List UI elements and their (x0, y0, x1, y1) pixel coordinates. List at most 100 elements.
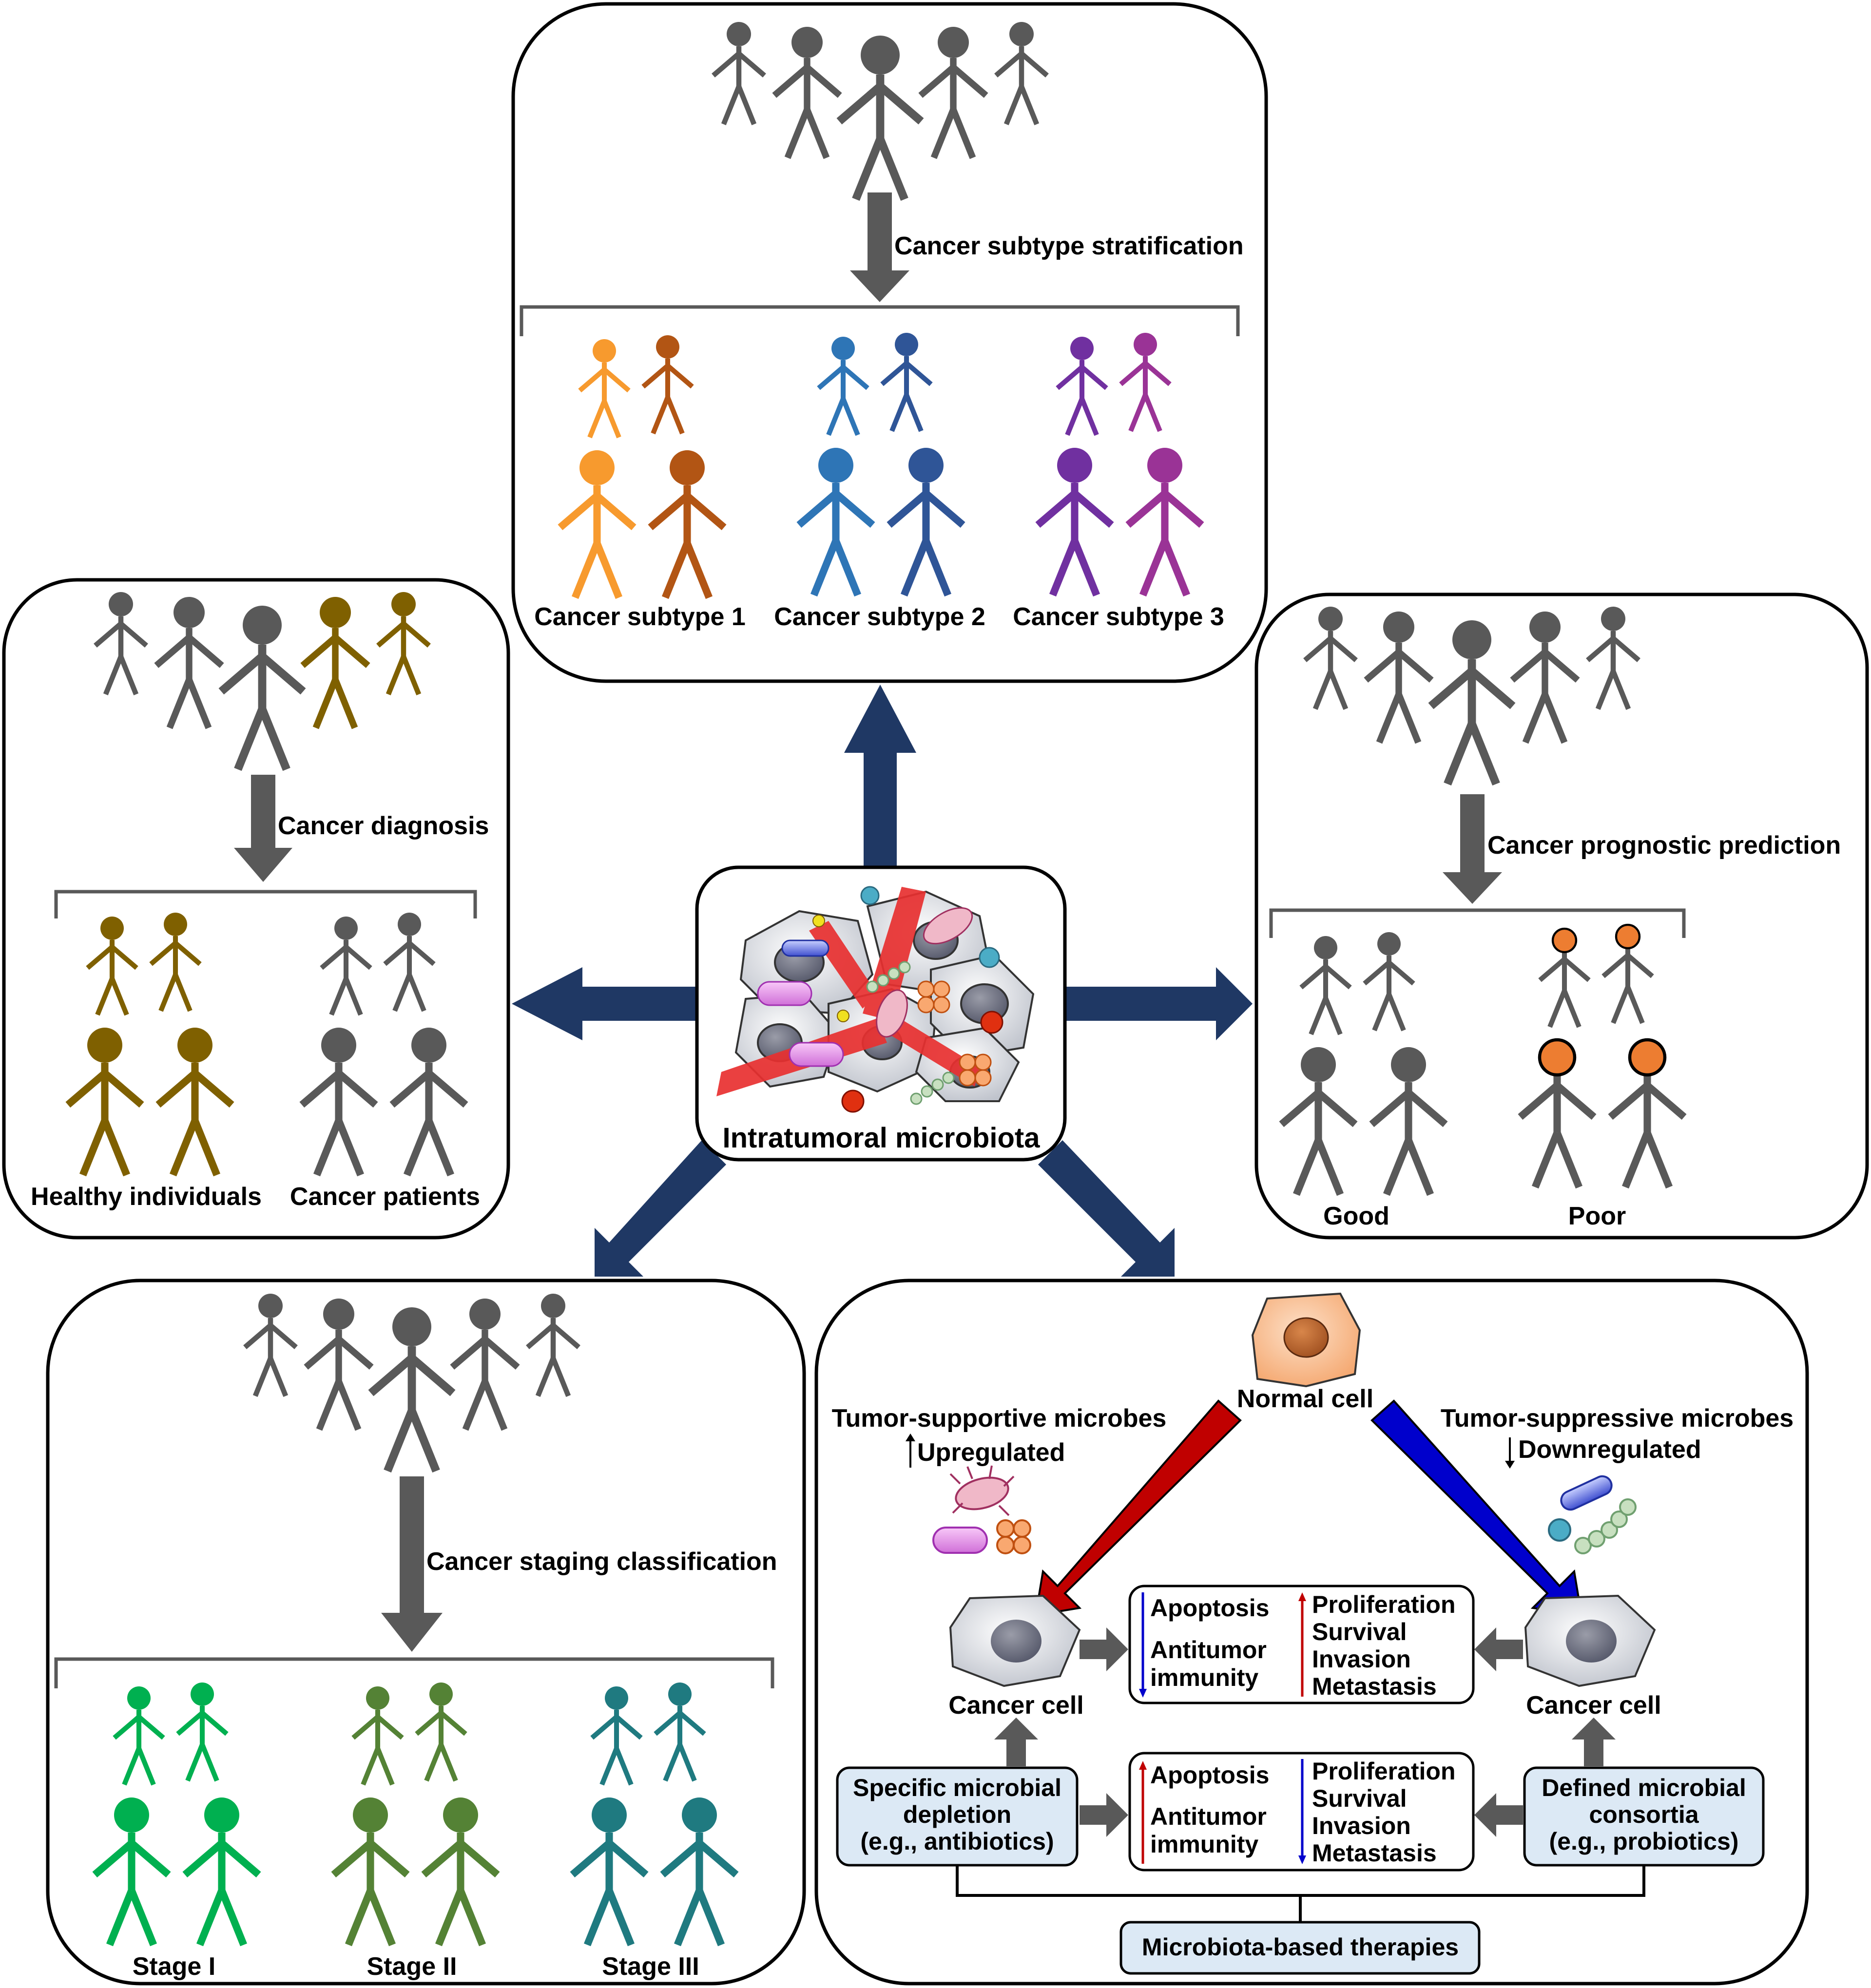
crowd-person-icon (243, 1294, 298, 1397)
cancer-cell-right-label: Cancer cell (1526, 1691, 1661, 1720)
crowd-person-icon (218, 606, 306, 771)
depletion-line-1: Specific microbial (853, 1774, 1061, 1801)
crowd-person-icon (450, 1299, 520, 1431)
person-icon (1369, 1047, 1448, 1196)
arrow-left-to-diagnosis (512, 967, 697, 1040)
prognosis-group-label-2: Poor (1568, 1202, 1626, 1230)
diagnosis-group-label-2: Cancer patients (290, 1183, 480, 1211)
down-arrow-diagnosis (234, 775, 292, 882)
cancer-cell-right-icon (1524, 1594, 1656, 1687)
effect-top-antitumor: Antitumor (1150, 1636, 1267, 1663)
down-arrow-subtype (850, 192, 909, 302)
person-icon (320, 917, 372, 1016)
person-icon (1035, 448, 1114, 597)
downregulated-label: Downregulated (1518, 1435, 1701, 1464)
therapies-bracket (956, 1865, 1645, 1922)
effect-top-survival: Survival (1312, 1618, 1407, 1645)
subtype-group-label-3: Cancer subtype 3 (1013, 603, 1224, 631)
diagnosis-arrow-label: Cancer diagnosis (278, 812, 489, 840)
crowd-person-icon (1586, 607, 1640, 710)
person-icon (654, 1682, 706, 1782)
crowd-person-icon (1364, 612, 1434, 744)
person-icon (92, 1797, 171, 1947)
blood-vessel-icon (716, 887, 980, 1096)
person-icon (421, 1797, 500, 1947)
crowd-person-icon (376, 592, 431, 695)
crowd-person-icon (154, 597, 224, 729)
diagnosis-figures (65, 913, 468, 1177)
up-arrowhead-proliferation-top (1298, 1592, 1306, 1601)
person-icon (176, 1682, 229, 1782)
effect-top-apoptosis: Apoptosis (1150, 1594, 1269, 1622)
person-icon (578, 339, 631, 439)
supportive-label: Tumor-supportive microbes (832, 1404, 1167, 1433)
effect-bottom-apoptosis: Apoptosis (1150, 1761, 1269, 1789)
effect-bottom-immunity: immunity (1150, 1831, 1258, 1858)
crowd-person-icon (918, 27, 988, 159)
diagnosis-group-label-1: Healthy individuals (31, 1183, 262, 1211)
prognosis-group-label-1: Good (1323, 1202, 1389, 1230)
effect-top-invasion: Invasion (1312, 1645, 1411, 1673)
person-icon (1363, 932, 1415, 1032)
person-icon (331, 1797, 410, 1947)
diagnosis-bracket (54, 890, 477, 918)
person-icon (299, 1028, 378, 1177)
person-icon (113, 1686, 165, 1786)
crowd-person-icon (94, 592, 148, 695)
panel-diagnosis-frame (2, 578, 510, 1240)
panel-therapy: Normal cell Tumor-supportive microbes Up… (832, 1292, 1794, 1975)
down-arrowhead-apoptosis-top (1139, 1689, 1147, 1698)
cancer-cell-left-icon (949, 1594, 1081, 1687)
suppressive-microbes-icon (1548, 1475, 1637, 1554)
person-icon (1299, 936, 1352, 1035)
panel-diagnosis: Cancer diagnosis Healthy individuals Can… (31, 592, 489, 1211)
person-icon (570, 1797, 649, 1947)
therapies-box (1119, 1921, 1481, 1975)
subtype-figures (558, 333, 1204, 599)
person-icon (641, 335, 694, 435)
up-arrowhead-apoptosis-bottom (1139, 1761, 1147, 1770)
connector-arrows (512, 685, 1253, 1277)
person-icon (558, 450, 637, 599)
gray-arrow-right-to-box-bottom (1474, 1793, 1523, 1837)
effect-bottom-invasion: Invasion (1312, 1812, 1411, 1839)
person-icon (660, 1797, 739, 1947)
supportive-microbes-icon (932, 1465, 1031, 1554)
prognosis-arrow-label: Cancer prognostic prediction (1487, 831, 1841, 860)
person-icon (65, 1028, 144, 1177)
crowd-person-icon (300, 597, 370, 729)
arrow-down-left-to-staging (595, 1140, 726, 1277)
person-icon (796, 448, 875, 597)
crowd-person-icon (304, 1299, 374, 1431)
person-icon (383, 913, 436, 1012)
center-label: Intratumoral microbiota (723, 1122, 1041, 1154)
normal-cell-label: Normal cell (1237, 1385, 1373, 1413)
person-icon (389, 1028, 468, 1177)
person-icon (1056, 337, 1108, 436)
subtype-arrow-label: Cancer subtype stratification (894, 232, 1244, 260)
population-crowd (1303, 607, 1640, 786)
person-icon (415, 1682, 467, 1782)
upregulated-label: Upregulated (917, 1438, 1065, 1467)
subtype-group-label-1: Cancer subtype 1 (534, 603, 746, 631)
staging-arrow-label: Cancer staging classification (426, 1548, 777, 1576)
person-icon (351, 1686, 404, 1786)
effect-bottom-metastasis: Metastasis (1312, 1839, 1437, 1867)
staging-bracket (54, 1657, 774, 1688)
depletion-line-3: (e.g., antibiotics) (860, 1828, 1054, 1855)
crowd-person-icon (994, 22, 1049, 125)
cancer-cell-left-label: Cancer cell (948, 1691, 1084, 1720)
person-icon (880, 333, 933, 432)
effect-top-metastasis: Metastasis (1312, 1673, 1437, 1700)
down-arrow-prognosis (1443, 794, 1502, 904)
effect-bottom-antitumor: Antitumor (1150, 1803, 1267, 1830)
suppressive-label: Tumor-suppressive microbes (1441, 1404, 1794, 1433)
gray-arrow-up-right (1572, 1718, 1616, 1766)
subtype-group-label-2: Cancer subtype 2 (774, 603, 985, 631)
gray-arrow-up-left (994, 1718, 1038, 1766)
person-icon (155, 1028, 234, 1177)
down-arrow-staging (381, 1476, 443, 1652)
crowd-person-icon (1303, 607, 1358, 710)
crowd-person-icon (712, 22, 766, 125)
